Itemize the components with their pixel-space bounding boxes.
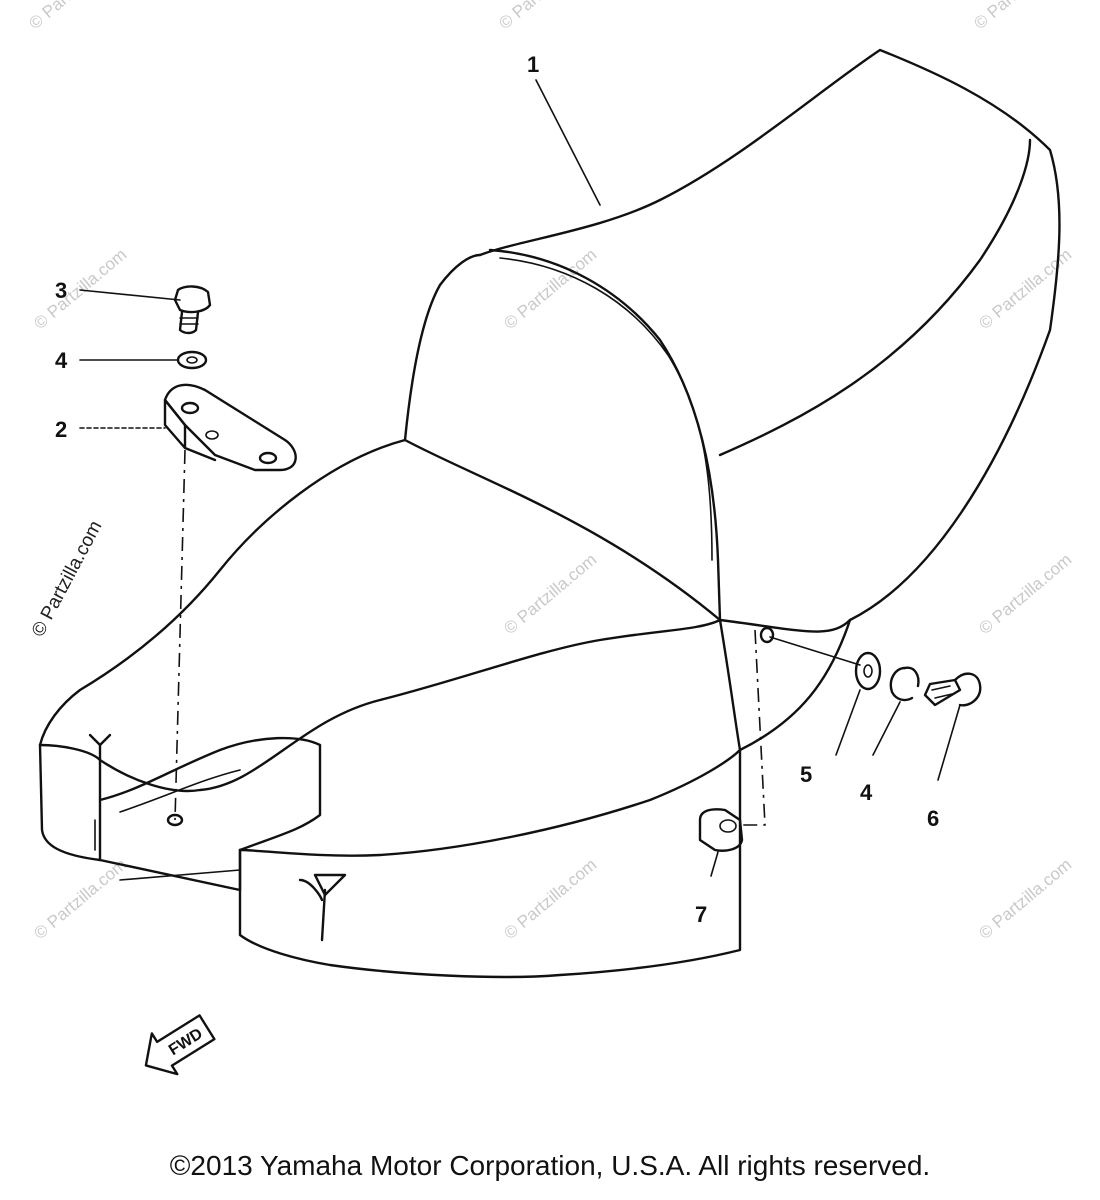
callout-7: 7 [695,902,707,927]
watermark: © Partzilla.com [30,855,130,943]
callout-4: 4 [860,780,873,805]
seat [38,48,1061,979]
copyright-notice: ©2013 Yamaha Motor Corporation, U.S.A. A… [169,1150,931,1181]
callout-2: 2 [55,417,67,442]
watermark: © Partzilla.com [30,245,130,333]
watermark: © Partzilla.com [28,517,107,640]
callout-5: 5 [800,762,812,787]
watermark-layer: © Partzilla.com © Partzilla.com © Partzi… [25,0,1075,943]
callout-3: 3 [55,278,67,303]
assembly-lines [174,449,861,826]
leader-lines [79,79,961,877]
callout-1: 1 [527,52,539,77]
callouts: 1 2 3 4 5 4 6 7 [55,52,939,927]
watermark: © Partzilla.com [970,0,1070,33]
bolt-and-washer-top [173,285,212,370]
watermark: © Partzilla.com [975,855,1075,943]
forward-arrow-icon: FWD [144,1014,216,1076]
seat-bracket [163,383,297,472]
fwd-label: FWD [166,1025,206,1059]
watermark: © Partzilla.com [495,0,595,33]
watermark: © Partzilla.com [500,550,600,638]
watermark: © Partzilla.com [500,855,600,943]
callout-6: 6 [927,806,939,831]
watermark: © Partzilla.com [25,0,125,33]
watermark: © Partzilla.com [975,550,1075,638]
side-fasteners [698,651,982,852]
callout-4: 4 [55,348,68,373]
watermark: © Partzilla.com [500,245,600,333]
watermark: © Partzilla.com [975,245,1075,333]
